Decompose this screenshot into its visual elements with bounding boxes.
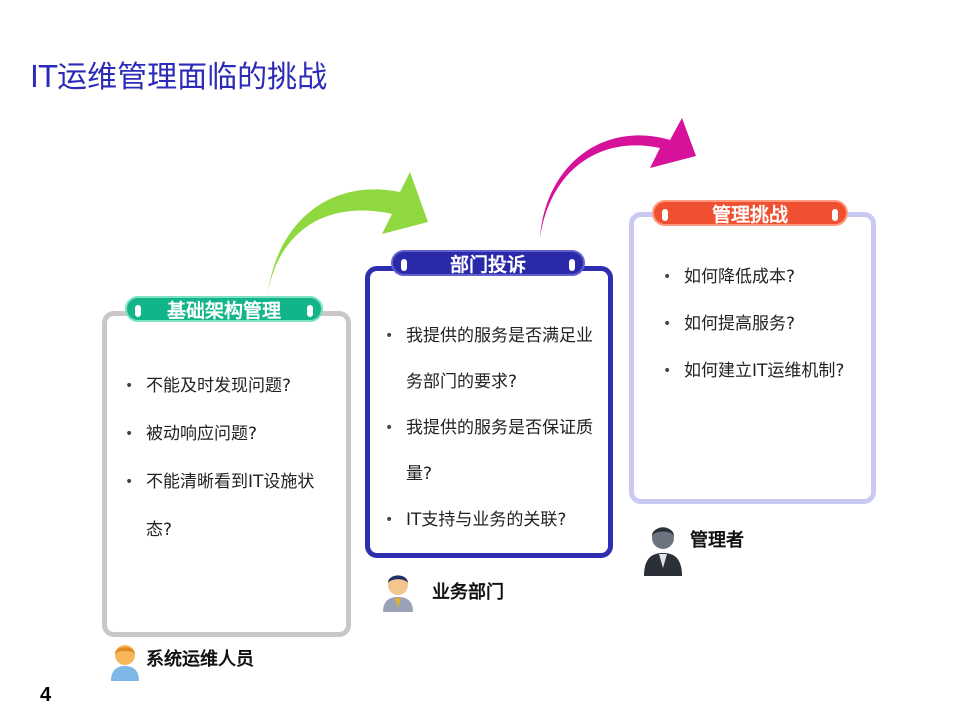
role-business-dept: 业务部门 (432, 582, 504, 603)
panel-management (629, 212, 876, 504)
panel-infrastructure-list: •不能及时发现问题? •被动响应问题? •不能清晰看到IT设施状态? (124, 362, 334, 554)
orange-person-icon (111, 645, 139, 681)
pill-nub-right (307, 305, 313, 317)
business-person-icon (383, 575, 413, 612)
page-title: IT运维管理面临的挑战 (30, 60, 328, 95)
role-manager: 管理者 (690, 530, 744, 551)
bullet-icon: • (663, 316, 672, 332)
bullet-icon: • (663, 269, 672, 285)
panel-heading-infrastructure: 基础架构管理 (125, 296, 323, 322)
list-item: •被动响应问题? (124, 410, 334, 458)
magenta-curved-arrow-icon (540, 118, 696, 238)
bullet-icon: • (125, 426, 134, 442)
pill-nub-left (135, 305, 141, 317)
panel-heading-label: 管理挑战 (711, 204, 788, 226)
bullet-icon: • (385, 420, 394, 436)
list-item: •如何降低成本? (662, 254, 852, 301)
panel-heading-label: 部门投诉 (449, 254, 526, 276)
pill-nub-right (569, 259, 575, 271)
panel-heading-management: 管理挑战 (652, 200, 848, 226)
list-item: •不能清晰看到IT设施状态? (124, 458, 334, 554)
list-item: •如何建立IT运维机制? (662, 348, 852, 395)
panel-heading-complaints: 部门投诉 (391, 250, 585, 276)
role-ops-staff: 系统运维人员 (146, 649, 254, 670)
list-item: •如何提高服务? (662, 301, 852, 348)
bullet-icon: • (385, 512, 394, 528)
panel-heading-label: 基础架构管理 (166, 300, 281, 322)
bullet-icon: • (385, 328, 394, 344)
bullet-icon: • (125, 474, 134, 490)
pill-nub-left (401, 259, 407, 271)
panel-infrastructure (102, 311, 351, 637)
bullet-icon: • (125, 378, 134, 394)
pill-nub-right (832, 209, 838, 221)
panel-complaints (365, 266, 613, 558)
manager-icon (644, 527, 682, 576)
panel-management-list: •如何降低成本? •如何提高服务? •如何建立IT运维机制? (662, 254, 852, 395)
panel-complaints-list: •我提供的服务是否满足业务部门的要求? •我提供的服务是否保证质量? •IT支持… (384, 313, 594, 543)
list-item: •不能及时发现问题? (124, 362, 334, 410)
bullet-icon: • (663, 363, 672, 379)
pill-nub-left (662, 209, 668, 221)
list-item: •IT支持与业务的关联? (384, 497, 594, 543)
page-number: 4 (40, 684, 52, 706)
list-item: •我提供的服务是否保证质量? (384, 405, 594, 497)
list-item: •我提供的服务是否满足业务部门的要求? (384, 313, 594, 405)
green-curved-arrow-icon (268, 172, 428, 292)
